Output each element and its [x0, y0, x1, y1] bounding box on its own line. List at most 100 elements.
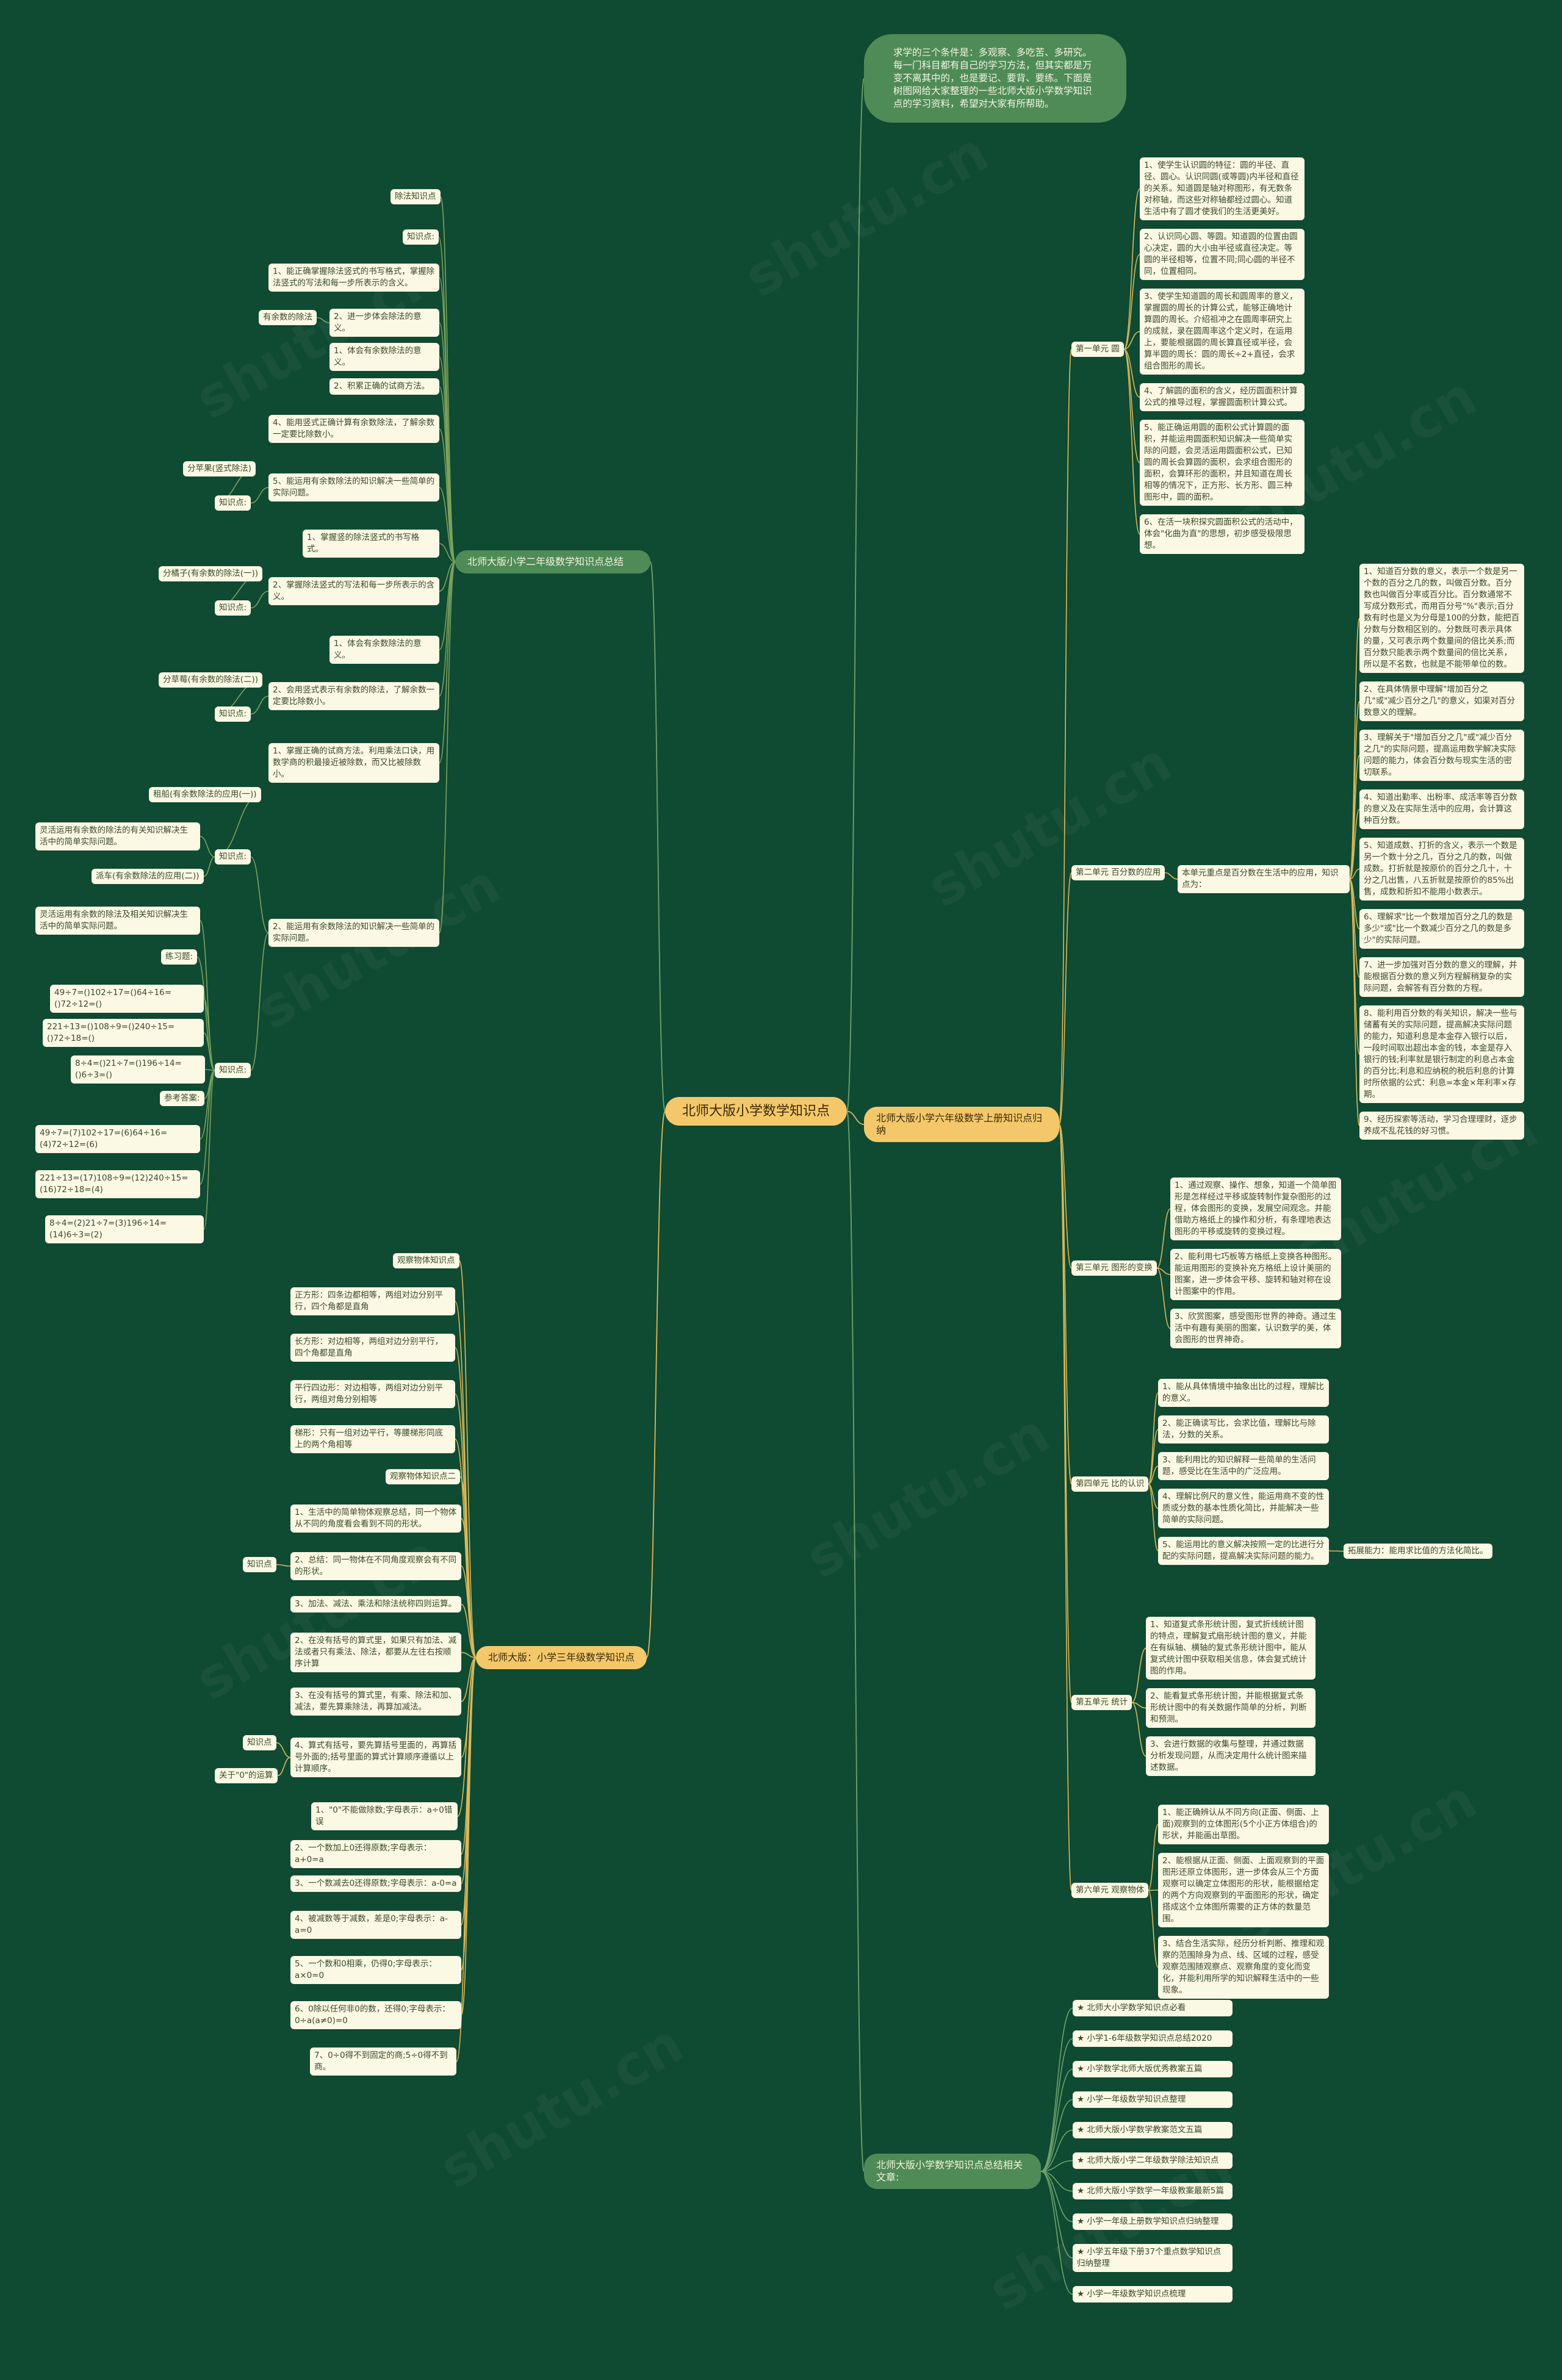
g3-node-14[interactable]: 4、算式有括号，要先算括号里面的，再算括号外面的;括号里面的算式计算顺序遵循以上…	[290, 1738, 461, 1777]
point-u6-1[interactable]: 1、能正确辨认从不同方向(正面、侧面、上面)观察到的立体图形(5个小正方体组合)…	[1158, 1805, 1329, 1844]
point-u3-1[interactable]: 1、通过观察、操作、想象，知道一个简单图形是怎样经过平移或旋转制作复杂图形的过程…	[1170, 1177, 1341, 1240]
g2-node-31[interactable]: 知识点:	[215, 1063, 251, 1078]
g2-node-22[interactable]: 灵活运用有余数的除法的有关知识解决生活中的简单实际问题。	[35, 822, 200, 850]
g2-node-7[interactable]: 2、积累正确的试商方法。	[329, 378, 439, 395]
unit-lead-u2[interactable]: 本单元重点是百分数在生活中的应用，知识点为：	[1178, 865, 1350, 893]
intro-node[interactable]: 求学的三个条件是：多观察、多吃苦、多研究。每一门科目都有自己的学习方法，但其实都…	[864, 34, 1126, 123]
g2-node-25[interactable]: 2、能运用有余数除法的知识解决一些简单的实际问题。	[268, 919, 439, 947]
g2-node-14[interactable]: 2、掌握除法竖式的写法和每一步所表示的含义。	[268, 577, 439, 605]
point-u5-2[interactable]: 2、能看复式条形统计图，并能根据复式条形统计图中的有关数据作简单的分析，判断和预…	[1146, 1688, 1315, 1728]
point-u2-9[interactable]: 9、经历探索等活动，学习合理理财，逐步养成不乱花钱的好习惯。	[1359, 1112, 1524, 1140]
g2-node-35[interactable]: 8÷4=(2)21÷7=(3)196÷14=(14)6÷3=(2)	[45, 1215, 204, 1243]
g3-node-15[interactable]: 关于"0"的运算	[215, 1768, 278, 1783]
g2-node-13[interactable]: 分橘子(有余数的除法(一))	[159, 566, 263, 581]
point-u2-2[interactable]: 2、在具体情景中理解"增加百分之几"或"减少百分之几"的意义，如渠对百分数意义的…	[1359, 681, 1524, 721]
g3-node-2[interactable]: 正方形：四条边都相等，两组对边分别平行，四个角都是直角	[290, 1287, 455, 1315]
point-u1-4[interactable]: 4、了解圆的面积的含义，经历圆面积计算公式的推导过程，掌握圆面积计算公式。	[1140, 383, 1305, 411]
g2-node-29[interactable]: 221÷13=()108÷9=()240÷15=()72÷18=()	[43, 1019, 204, 1047]
related-article-4[interactable]: ★ 小学一年级数学知识点整理	[1073, 2091, 1233, 2108]
branch-grade2[interactable]: 北师大版小学二年级数学知识点总结	[455, 550, 650, 573]
point-u6-3[interactable]: 3、结合生活实际，经历分析判断、推理和观察的范围除身为点、线、区域的过程，感受观…	[1158, 1936, 1329, 1999]
unit-label-u1[interactable]: 第一单元 圆	[1071, 342, 1124, 357]
unit-label-u6[interactable]: 第六单元 观察物体	[1071, 1883, 1149, 1898]
unit-label-u2[interactable]: 第二单元 百分数的应用	[1071, 865, 1165, 880]
point-u1-2[interactable]: 2、认识同心圆、等圆。知道圆的位置由圆心决定，圆的大小由半径或直径决定。等圆的半…	[1140, 229, 1305, 280]
point-u4-3[interactable]: 3、能利用比的知识解释一些简单的生活问题，感受比在生活中的广泛应用。	[1158, 1452, 1329, 1480]
g2-node-18[interactable]: 2、会用竖式表示有余数的除法，了解余数一定要比除数小。	[268, 682, 439, 710]
related-article-9[interactable]: ★ 小学五年级下册37个重点数学知识点归纳整理	[1073, 2244, 1233, 2272]
g3-node-4[interactable]: 平行四边形：对边相等，两组对边分别平行，两组对角分别相等	[290, 1380, 455, 1408]
point-u2-7[interactable]: 7、进一步加强对百分数的意义的理解，并能根据百分数的意义列方程解稍复杂的实际问题…	[1359, 957, 1524, 997]
g3-node-20[interactable]: 5、一个数和0相乘，仍得0;字母表示：a×0=0	[290, 1956, 461, 1984]
g2-node-2[interactable]: 知识点:	[403, 229, 439, 245]
g3-node-8[interactable]: 2、总结：同一物体在不同角度观察会有不同的形状。	[290, 1552, 461, 1580]
g3-node-12[interactable]: 3、在没有括号的算式里，有乘、除法和加、减法，要先算乘除法，再算加减法。	[290, 1688, 461, 1716]
point-u3-2[interactable]: 2、能利用七巧板等方格纸上变换各种图形。能运用图形的变换补充方格纸上设计美丽的图…	[1170, 1249, 1341, 1300]
g3-node-16[interactable]: 1、"0"不能做除数;字母表示：a÷0错误	[311, 1802, 458, 1830]
branch-related[interactable]: 北师大版小学数学知识点总结相关文章:	[864, 2154, 1041, 2189]
point-u5-3[interactable]: 3、会进行数据的收集与整理，并通过数据分析发现问题，从而决定用什么统计图来描述数…	[1146, 1736, 1315, 1776]
related-article-8[interactable]: ★ 小学一年级上册数学知识点归纳整理	[1073, 2213, 1233, 2230]
point-u2-5[interactable]: 5、知道成数、打折的含义，表示一个数是另一个数十分之几，百分之几的数，叫做成数。…	[1359, 838, 1524, 901]
point-u4-1[interactable]: 1、能从具体情境中抽象出比的过程，理解比的意义。	[1158, 1379, 1329, 1407]
point-u2-3[interactable]: 3、理解关于"增加百分之几"或"减少百分之几"的实际问题，提高运用数学解决实际问…	[1359, 730, 1524, 781]
point-u2-8[interactable]: 8、能利用百分数的有关知识，解决一些与储蓄有关的实际问题，提高解决实际问题的能力…	[1359, 1005, 1524, 1103]
point-u2-4[interactable]: 4、知道出勤率、出粉率、成活率等百分数的意义及在实际生活中的应用，会计算这种百分…	[1359, 789, 1524, 829]
unit-label-u3[interactable]: 第三单元 图形的变换	[1071, 1260, 1157, 1276]
g3-node-22[interactable]: 7、0÷0得不到固定的商;5÷0得不到商。	[310, 2047, 456, 2076]
point-u1-6[interactable]: 6、在活一块积探究圆面积公式的活动中，体会"化曲为直"的思想，初步感受极限思想。	[1140, 514, 1305, 554]
g2-node-3[interactable]: 1、能正确掌握除法竖式的书写格式，掌握除法竖式的写法和每一步所表示的含义。	[268, 264, 439, 292]
g3-node-13[interactable]: 知识点	[243, 1735, 276, 1750]
related-article-3[interactable]: ★ 小学数学北师大版优秀教案五篇	[1073, 2061, 1233, 2077]
related-article-5[interactable]: ★ 北师大版小学数学教案范文五篇	[1073, 2122, 1233, 2138]
g2-node-16[interactable]: 1、体会有余数除法的意义。	[329, 636, 439, 664]
g3-node-9[interactable]: 知识点	[243, 1557, 276, 1572]
g2-node-1[interactable]: 除法知识点	[390, 189, 441, 204]
related-article-10[interactable]: ★ 小学一年级数学知识点梳理	[1073, 2286, 1233, 2303]
g2-node-24[interactable]: 派车(有余数除法的应用(二))	[92, 869, 204, 884]
related-article-2[interactable]: ★ 小学1-6年级数学知识点总结2020	[1073, 2030, 1233, 2047]
g2-node-15[interactable]: 知识点:	[215, 600, 251, 616]
g2-node-28[interactable]: 49÷7=()102÷17=()64÷16=()72÷12=()	[50, 985, 204, 1013]
unit-label-u5[interactable]: 第五单元 统计	[1071, 1695, 1132, 1710]
point-u1-1[interactable]: 1、使学生认识圆的特征：圆的半径、直径、圆心。认识同圆(或等圆)内半径和直径的关…	[1140, 157, 1305, 220]
g2-node-8[interactable]: 4、能用竖式正确计算有余数除法，了解余数一定要比除数小。	[268, 415, 439, 443]
g2-node-21[interactable]: 租船(有余数除法的应用(一))	[149, 787, 261, 802]
g3-node-5[interactable]: 梯形：只有一组对边平行，等腰梯形同底上的两个角相等	[290, 1425, 455, 1453]
g2-node-10[interactable]: 知识点:	[215, 495, 251, 511]
point-u1-3[interactable]: 3、使学生知道圆的周长和圆周率的意义，掌握圆的周长的计算公式，能够正确地计算圆的…	[1140, 289, 1305, 375]
g3-node-21[interactable]: 6、0除以任何非0的数，还得0;字母表示：0÷a(a≠0)=0	[290, 2001, 461, 2029]
branch-grade6[interactable]: 北师大版小学六年级数学上册知识点归纳	[864, 1107, 1059, 1142]
g2-node-5[interactable]: 2、进一步体会除法的意义。	[329, 309, 439, 337]
point-u5-1[interactable]: 1、知道复式条形统计图，复式折线统计图的特点，理解复式扇形统计图的意义，并能在有…	[1146, 1617, 1315, 1680]
g3-node-11[interactable]: 2、在没有括号的算式里，如果只有加法、减法或者只有乘法、除法，都要从左往右按顺序…	[290, 1633, 461, 1672]
g2-node-34[interactable]: 221÷13=(17)108÷9=(12)240÷15=(16)72÷18=(4…	[35, 1170, 200, 1198]
g2-node-33[interactable]: 49÷7=(7)102÷17=(6)64÷16=(4)72÷12=(6)	[35, 1125, 200, 1153]
g2-node-12[interactable]: 1、掌握竖的除法竖式的书写格式。	[303, 530, 439, 558]
g2-node-32[interactable]: 参考答案:	[160, 1091, 204, 1106]
g2-node-30[interactable]: 8÷4=()21÷7=()196÷14=()6÷3=()	[71, 1055, 205, 1084]
point-u4-2[interactable]: 2、能正确读写比，会求比值，理解比与除法，分数的关系。	[1158, 1415, 1329, 1443]
g3-node-7[interactable]: 1、生活中的简单物体观察总结，同一个物体从不同的角度看会看到不同的形状。	[290, 1505, 461, 1533]
point-u1-5[interactable]: 5、能正确运用圆的面积公式计算圆的面积，并能运用圆面积知识解决一些简单实际的问题…	[1140, 420, 1305, 506]
g2-node-23[interactable]: 知识点:	[215, 849, 251, 865]
g3-node-17[interactable]: 2、一个数加上0还得原数;字母表示：a+0=a	[290, 1840, 461, 1868]
g3-node-19[interactable]: 4、被减数等于减数，差是0;字母表示：a-a=0	[290, 1911, 461, 1939]
related-article-1[interactable]: ★ 北师大小学数学知识点必看	[1073, 2000, 1233, 2016]
g2-node-17[interactable]: 分草莓(有余数的除法(二))	[159, 672, 263, 688]
g2-node-20[interactable]: 1、掌握正确的试商方法。利用乘法口诀，用数学商的积最接近被除数，而又比被除数小。	[268, 743, 439, 783]
point-u4-4[interactable]: 4、理解比例尺的意义性，能运用商不变的性质或分数的基本性质化简比，并能解决一些简…	[1158, 1489, 1329, 1528]
g3-node-18[interactable]: 3、一个数减去0还得原数;字母表示：a-0=a	[290, 1875, 461, 1892]
point-u3-3[interactable]: 3、欣赏图案，感受图形世界的神奇。通过生活中有趣有美丽的图案，认识数学的美，体会…	[1170, 1309, 1341, 1348]
g3-node-10[interactable]: 3、加法、减法、乘法和除法统称四则运算。	[290, 1596, 461, 1612]
unit-label-u4[interactable]: 第四单元 比的认识	[1071, 1476, 1149, 1492]
g3-node-6[interactable]: 观察物体知识点二	[386, 1469, 460, 1484]
g2-node-4[interactable]: 有余数的除法	[259, 310, 317, 325]
point-u2-1[interactable]: 1、知道百分数的意义，表示一个数是另一个数的百分之几的数，叫做百分数。百分数也叫…	[1359, 564, 1524, 673]
g2-node-9[interactable]: 分苹果(竖式除法)	[183, 461, 256, 476]
point-u2-6[interactable]: 6、理解求"比一个数增加百分之几的数是多少"或"比一个数减少百分之几的数是多少"…	[1359, 909, 1524, 949]
g2-node-11[interactable]: 5、能运用有余数除法的知识解决一些简单的实际问题。	[268, 473, 439, 502]
point-u6-2[interactable]: 2、能根据从正面、侧面、上面观察到的平面图形还原立体图形，进一步体会从三个方面观…	[1158, 1853, 1329, 1927]
root-topic[interactable]: 北师大版小学数学知识点	[665, 1097, 848, 1126]
g3-node-1[interactable]: 观察物体知识点	[393, 1253, 459, 1268]
